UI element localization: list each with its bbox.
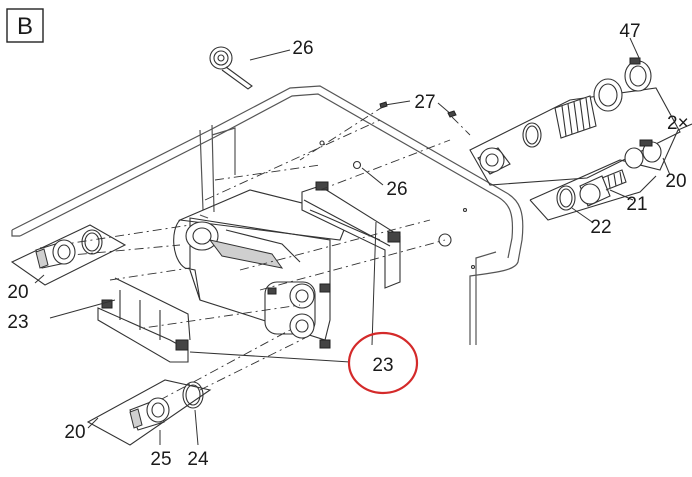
label-26-top: 26: [292, 38, 313, 59]
label-26-mid: 26: [386, 179, 407, 200]
part-26-tape-roll: [209, 46, 291, 90]
part-47-group: [469, 37, 681, 186]
section-letter: B: [17, 13, 33, 40]
label-2x: 2×: [667, 113, 689, 134]
label-25: 25: [150, 449, 171, 470]
section-marker: B: [6, 8, 44, 43]
label-20-bottom: 20: [64, 422, 85, 443]
part-21-22-group: [529, 123, 692, 223]
left-bracket-23: [49, 277, 191, 363]
label-21: 21: [626, 194, 647, 215]
appliance-body: [11, 85, 524, 345]
label-22: 22: [590, 217, 611, 238]
part-27-screws: [299, 100, 471, 161]
part-26-small-ring: [352, 160, 384, 186]
highlight-callout-circle: [347, 331, 419, 395]
central-housing: [173, 189, 351, 349]
lower-plug-group: [86, 379, 212, 446]
left-plug-group: [10, 224, 127, 286]
back-bracket: [301, 181, 401, 289]
part-23-leaders: [189, 221, 377, 363]
label-23-highlighted: 23: [372, 355, 393, 376]
label-20-right: 20: [665, 171, 686, 192]
label-47: 47: [619, 21, 640, 42]
label-27: 27: [414, 92, 435, 113]
label-23-left: 23: [7, 312, 28, 333]
label-20-left: 20: [7, 282, 28, 303]
label-24: 24: [187, 449, 209, 470]
